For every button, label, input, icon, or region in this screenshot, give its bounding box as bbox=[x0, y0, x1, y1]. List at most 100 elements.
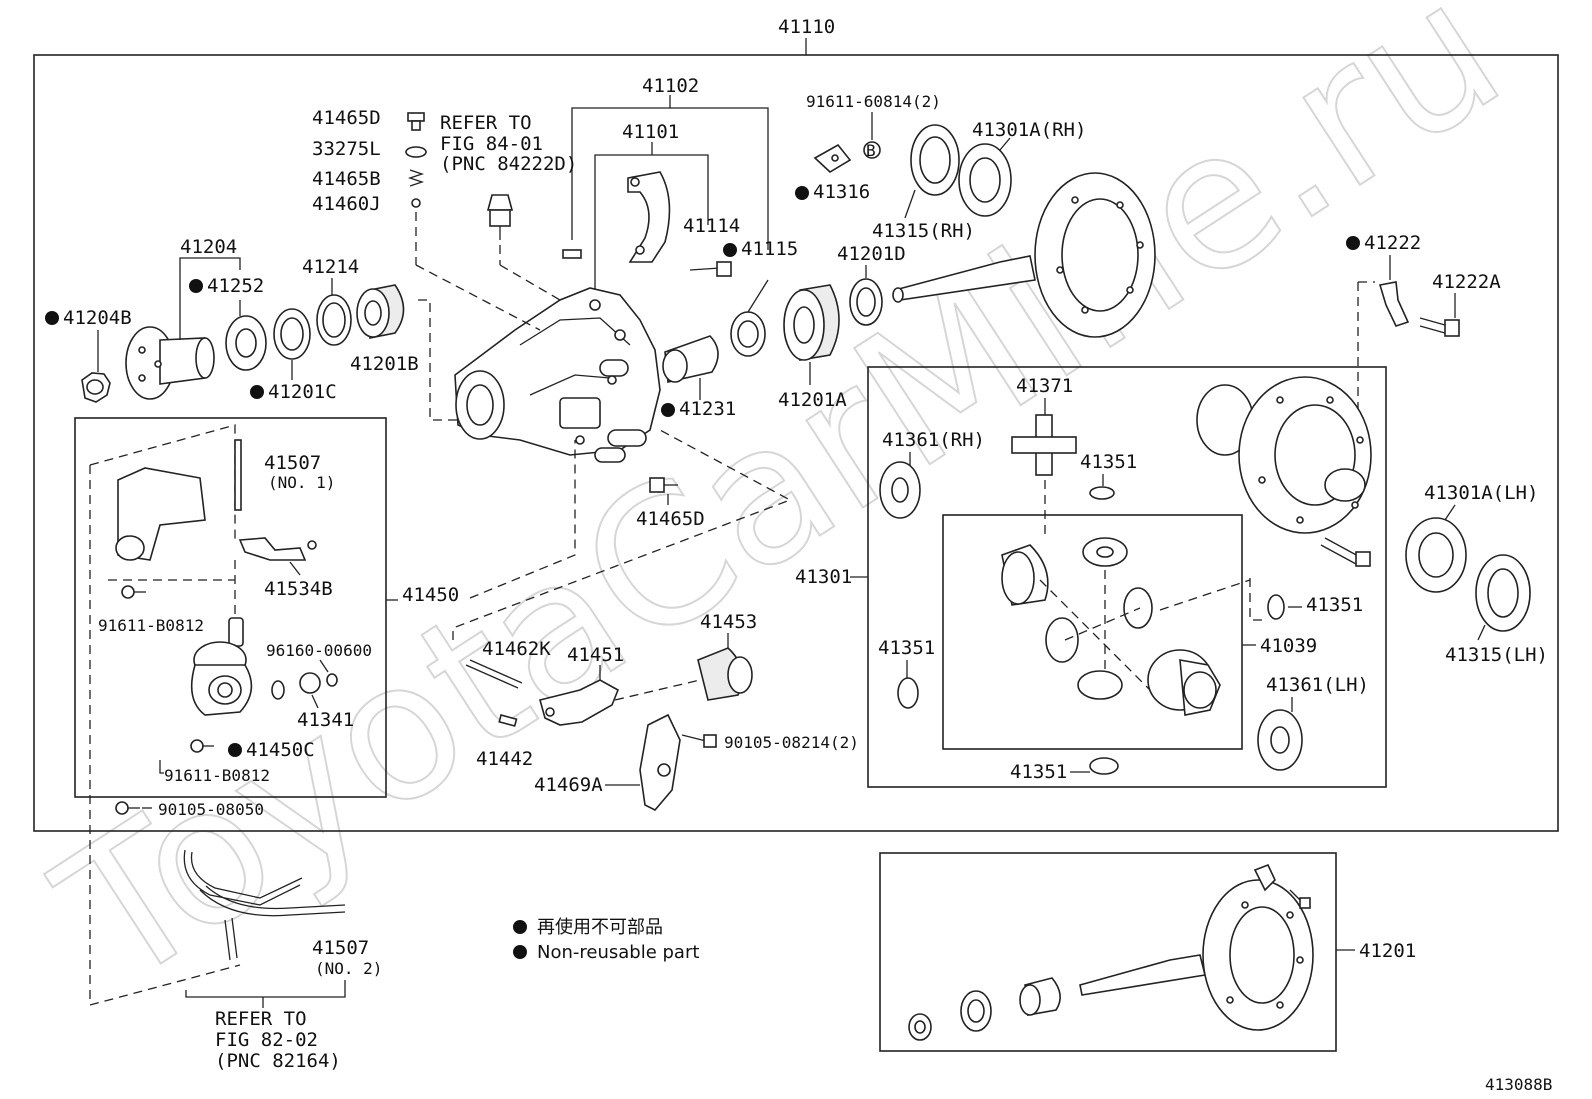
label-41102[interactable]: 41102 bbox=[642, 75, 699, 97]
label-41114[interactable]: 41114 bbox=[683, 215, 740, 237]
label-41315-lh[interactable]: 41315(LH) bbox=[1445, 644, 1548, 666]
label-41450[interactable]: 41450 bbox=[402, 584, 459, 606]
wire-41507-no1[interactable] bbox=[234, 439, 242, 511]
refer-top-line2[interactable]: FIG 84-01 bbox=[440, 133, 543, 155]
label-41201c[interactable]: 41201C bbox=[268, 381, 337, 403]
label-41507-no1[interactable]: 41507 bbox=[264, 452, 321, 474]
bracket-41534b[interactable] bbox=[238, 537, 317, 561]
label-41201a[interactable]: 41201A bbox=[778, 389, 847, 411]
label-96160-00600[interactable]: 96160-00600 bbox=[266, 641, 372, 660]
label-41252[interactable]: 41252 bbox=[207, 275, 264, 297]
label-41201[interactable]: 41201 bbox=[1359, 940, 1416, 962]
pinion-gear-top[interactable] bbox=[1082, 537, 1128, 567]
shaft-41462k[interactable] bbox=[465, 659, 523, 689]
wire-41507-no2[interactable] bbox=[183, 849, 346, 961]
label-41465d-top[interactable]: 41465D bbox=[312, 107, 381, 129]
nut-41204b[interactable] bbox=[81, 372, 111, 403]
pinion-gear-bottom[interactable] bbox=[1077, 670, 1123, 700]
oil-seal-41115[interactable] bbox=[730, 311, 766, 357]
pinion-gear-right[interactable] bbox=[1123, 587, 1153, 629]
label-41371[interactable]: 41371 bbox=[1016, 375, 1073, 397]
spacer-41231[interactable] bbox=[662, 335, 719, 383]
label-41465b[interactable]: 41465B bbox=[312, 168, 381, 190]
washer-41361-rh[interactable] bbox=[879, 461, 921, 519]
lever-41469a[interactable] bbox=[639, 713, 681, 811]
ball-41460j[interactable] bbox=[411, 198, 421, 208]
label-41534b[interactable]: 41534B bbox=[264, 578, 333, 600]
spring-41465b[interactable] bbox=[407, 169, 425, 187]
label-41214[interactable]: 41214 bbox=[302, 256, 359, 278]
label-41341[interactable]: 41341 bbox=[297, 709, 354, 731]
bolt-91611-b0812-a[interactable] bbox=[121, 585, 146, 599]
refer-top-line3[interactable]: (PNC 84222D) bbox=[440, 153, 577, 175]
bearing-41201b[interactable] bbox=[356, 284, 405, 339]
label-41469a[interactable]: 41469A bbox=[534, 774, 603, 796]
lock-41222[interactable] bbox=[1378, 281, 1410, 327]
label-41507-no2[interactable]: 41507 bbox=[312, 937, 369, 959]
label-41201b[interactable]: 41201B bbox=[350, 353, 419, 375]
shim-41201d[interactable] bbox=[849, 278, 883, 326]
o-ring-96160-00600[interactable] bbox=[271, 680, 285, 700]
bearing-41301a-lh[interactable] bbox=[1405, 517, 1467, 593]
label-41301[interactable]: 41301 bbox=[795, 566, 852, 588]
washer-41361-lh[interactable] bbox=[1257, 709, 1303, 771]
oil-deflector-41252[interactable] bbox=[225, 315, 267, 371]
assembly-number[interactable]: 41110 bbox=[778, 16, 835, 38]
bearing-cup-41315-lh[interactable] bbox=[1475, 554, 1531, 632]
plug-41465d[interactable] bbox=[649, 477, 678, 493]
label-90105-08050[interactable]: 90105-08050 bbox=[158, 800, 264, 819]
lock-plate-41316[interactable] bbox=[813, 143, 852, 173]
label-41101[interactable]: 41101 bbox=[622, 121, 679, 143]
bearing-cap-41101[interactable] bbox=[627, 171, 671, 263]
label-41222a[interactable]: 41222A bbox=[1432, 271, 1501, 293]
side-gear-right[interactable] bbox=[1147, 649, 1221, 716]
label-41301a-rh[interactable]: 41301A(RH) bbox=[972, 119, 1086, 141]
label-41351-b[interactable]: 41351 bbox=[878, 637, 935, 659]
pinion-shaft-41371[interactable] bbox=[1011, 414, 1077, 476]
pin-41102[interactable] bbox=[562, 249, 582, 259]
refer-bottom-line1[interactable]: REFER TO bbox=[215, 1008, 307, 1030]
label-41115[interactable]: 41115 bbox=[741, 238, 798, 260]
label-91611-60814[interactable]: 91611-60814(2) bbox=[806, 92, 941, 111]
label-41316[interactable]: 41316 bbox=[813, 181, 870, 203]
label-41204[interactable]: 41204 bbox=[180, 236, 237, 258]
sensor-switch[interactable] bbox=[486, 194, 514, 240]
bolt-diff-case[interactable] bbox=[1320, 537, 1371, 567]
label-91611-b0812-b[interactable]: 91611-B0812 bbox=[164, 766, 270, 785]
label-41351-a[interactable]: 41351 bbox=[1080, 451, 1137, 473]
label-41442[interactable]: 41442 bbox=[476, 748, 533, 770]
bolt-90105-08214[interactable] bbox=[681, 734, 717, 748]
spacer-41214[interactable] bbox=[316, 294, 352, 346]
gear-41341[interactable] bbox=[299, 672, 338, 694]
washer-41351-c[interactable] bbox=[1089, 757, 1119, 775]
label-41450c[interactable]: 41450C bbox=[246, 739, 315, 761]
gasket-33275l[interactable] bbox=[405, 146, 427, 158]
callout-b[interactable] bbox=[863, 141, 881, 159]
kit-spacer[interactable] bbox=[1019, 977, 1061, 1016]
bearing-41301a-rh[interactable] bbox=[958, 143, 1012, 217]
label-41462k[interactable]: 41462K bbox=[482, 638, 551, 660]
refer-bottom-line2[interactable]: FIG 82-02 bbox=[215, 1029, 318, 1051]
kit-ring-gear-pinion[interactable] bbox=[1079, 879, 1314, 1031]
bolt-41222a[interactable] bbox=[1419, 317, 1460, 337]
label-41351-c[interactable]: 41351 bbox=[1010, 761, 1067, 783]
label-90105-08214[interactable]: 90105-08214(2) bbox=[724, 733, 859, 752]
bearing-41201a[interactable] bbox=[783, 284, 840, 361]
refer-top-line1[interactable]: REFER TO bbox=[440, 112, 532, 134]
bearing-cup-41315-rh[interactable] bbox=[910, 124, 960, 196]
washer-41351-b[interactable] bbox=[897, 677, 919, 709]
label-41039[interactable]: 41039 bbox=[1260, 635, 1317, 657]
washer-41351-a[interactable] bbox=[1089, 486, 1115, 500]
actuator-cover[interactable] bbox=[115, 467, 206, 561]
label-41361-rh[interactable]: 41361(RH) bbox=[882, 429, 985, 451]
bolt-41114[interactable] bbox=[689, 261, 732, 277]
oil-seal-41201c[interactable] bbox=[273, 308, 311, 360]
diff-case[interactable] bbox=[1196, 376, 1372, 534]
side-gear-left[interactable] bbox=[1001, 544, 1049, 606]
label-41222[interactable]: 41222 bbox=[1364, 232, 1421, 254]
refer-bottom-line3[interactable]: (PNC 82164) bbox=[215, 1050, 341, 1072]
label-33275l[interactable]: 33275L bbox=[312, 138, 381, 160]
companion-flange-41204[interactable] bbox=[125, 326, 215, 400]
label-41204b[interactable]: 41204B bbox=[63, 307, 132, 329]
label-41231[interactable]: 41231 bbox=[679, 398, 736, 420]
